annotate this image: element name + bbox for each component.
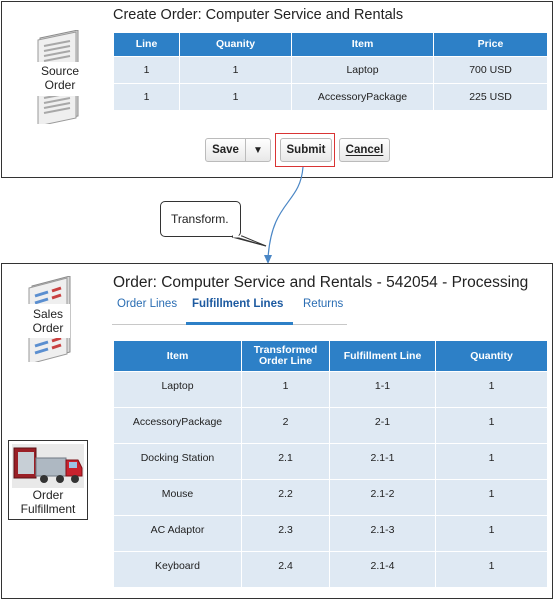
sales-order-label: Sales Order	[20, 307, 76, 335]
cell-price: 225 USD	[433, 83, 548, 111]
table-row[interactable]: AccessoryPackage 2 2-1 1	[113, 407, 548, 444]
sales-order-panel: Order: Computer Service and Rentals - 54…	[1, 263, 553, 599]
order-fulfillment-box: Order Fulfillment	[8, 440, 88, 520]
cell-quantity: 1	[435, 443, 548, 480]
column-header-quantity-text: Quantity	[470, 349, 513, 362]
column-header-item: Item	[113, 340, 242, 372]
fulfillment-lines-table: Item Transformed Order Line Fulfillment …	[113, 340, 548, 588]
cell-fulfillment-line: 2-1	[329, 407, 436, 444]
column-header-transformed-order-line: Transformed Order Line	[241, 340, 330, 372]
cell-quantity: 1	[179, 56, 292, 84]
cell-item: Laptop	[113, 371, 242, 408]
sales-order-label-line1: Sales	[32, 307, 64, 321]
cell-item: Mouse	[113, 479, 242, 516]
order-fulfillment-label: Order Fulfillment	[9, 488, 87, 516]
column-header-transformed-line1: Transformed	[253, 344, 318, 356]
cell-item: Keyboard	[113, 551, 242, 588]
table-row[interactable]: 1 1 AccessoryPackage 225 USD	[113, 83, 548, 111]
cell-item: Laptop	[291, 56, 434, 84]
cell-transformed-order-line: 2.2	[241, 479, 330, 516]
order-lines-table: Line Quanity Item Price 1 1 Laptop 700 U…	[113, 32, 548, 111]
save-options-dropdown-button[interactable]: ▼	[245, 138, 271, 162]
column-header-transformed-line2: Order Line	[258, 355, 313, 367]
tab-returns[interactable]: Returns	[303, 298, 344, 310]
cell-quantity: 1	[179, 83, 292, 111]
create-order-title: Create Order: Computer Service and Renta…	[113, 7, 404, 23]
cell-quantity: 1	[435, 407, 548, 444]
cell-item: AccessoryPackage	[113, 407, 242, 444]
submit-highlight-box	[275, 133, 335, 167]
table-row[interactable]: Keyboard 2.4 2.1-4 1	[113, 551, 548, 588]
cell-transformed-order-line: 2.3	[241, 515, 330, 552]
tab-order-lines[interactable]: Order Lines	[117, 298, 178, 310]
cell-fulfillment-line: 2.1-2	[329, 479, 436, 516]
cell-item: Docking Station	[113, 443, 242, 480]
cell-line: 1	[113, 83, 180, 111]
truck-icon	[12, 444, 84, 488]
column-header-fulfillment-line: Fulfillment Line	[329, 340, 436, 372]
cell-transformed-order-line: 2.4	[241, 551, 330, 588]
order-fulfillment-label-line2: Fulfillment	[20, 502, 76, 516]
cell-fulfillment-line: 1-1	[329, 371, 436, 408]
column-header-item-text: Item	[166, 349, 189, 362]
source-order-label-line1: Source	[40, 64, 80, 78]
order-fulfillment-label-line1: Order	[32, 488, 64, 502]
cell-transformed-order-line: 1	[241, 371, 330, 408]
column-header-price: Price	[433, 32, 548, 57]
connector-line	[267, 166, 304, 259]
cell-transformed-order-line: 2	[241, 407, 330, 444]
sales-order-title: Order: Computer Service and Rentals - 54…	[113, 274, 529, 291]
cell-quantity: 1	[435, 479, 548, 516]
callout-tail-cover	[231, 235, 267, 247]
source-order-label-backdrop	[35, 62, 85, 96]
sales-order-label-backdrop	[26, 304, 70, 338]
column-header-fulfillment-text: Fulfillment Line	[343, 349, 422, 362]
cancel-button[interactable]: Cancel	[339, 138, 390, 162]
submit-button[interactable]: Submit	[280, 138, 332, 162]
table-row[interactable]: Laptop 1 1-1 1	[113, 371, 548, 408]
cell-item: AC Adaptor	[113, 515, 242, 552]
column-header-quantity: Quantity	[435, 340, 548, 372]
table-row[interactable]: Docking Station 2.1 2.1-1 1	[113, 443, 548, 480]
table-row[interactable]: AC Adaptor 2.3 2.1-3 1	[113, 515, 548, 552]
cell-fulfillment-line: 2.1-4	[329, 551, 436, 588]
table-row[interactable]: Mouse 2.2 2.1-2 1	[113, 479, 548, 516]
fulfillment-table-header-row: Item Transformed Order Line Fulfillment …	[113, 340, 548, 372]
column-header-line: Line	[113, 32, 180, 57]
sales-order-label-line2: Order	[32, 321, 64, 335]
cell-quantity: 1	[435, 551, 548, 588]
cell-item: AccessoryPackage	[291, 83, 434, 111]
connector-arrowhead	[264, 255, 272, 264]
cell-transformed-order-line: 2.1	[241, 443, 330, 480]
source-order-label: Source Order	[32, 64, 88, 92]
cell-quantity: 1	[435, 371, 548, 408]
source-order-label-line2: Order	[44, 78, 76, 92]
create-order-panel: Create Order: Computer Service and Renta…	[1, 1, 553, 178]
cell-price: 700 USD	[433, 56, 548, 84]
save-button[interactable]: Save	[205, 138, 246, 162]
cell-fulfillment-line: 2.1-1	[329, 443, 436, 480]
column-header-quantity: Quanity	[179, 32, 292, 57]
tab-fulfillment-lines[interactable]: Fulfillment Lines	[192, 298, 284, 310]
transform-callout: Transform.	[160, 201, 241, 237]
cell-quantity: 1	[435, 515, 548, 552]
cell-fulfillment-line: 2.1-3	[329, 515, 436, 552]
cancel-button-label: Cancel	[345, 144, 384, 156]
active-tab-indicator	[186, 322, 293, 325]
